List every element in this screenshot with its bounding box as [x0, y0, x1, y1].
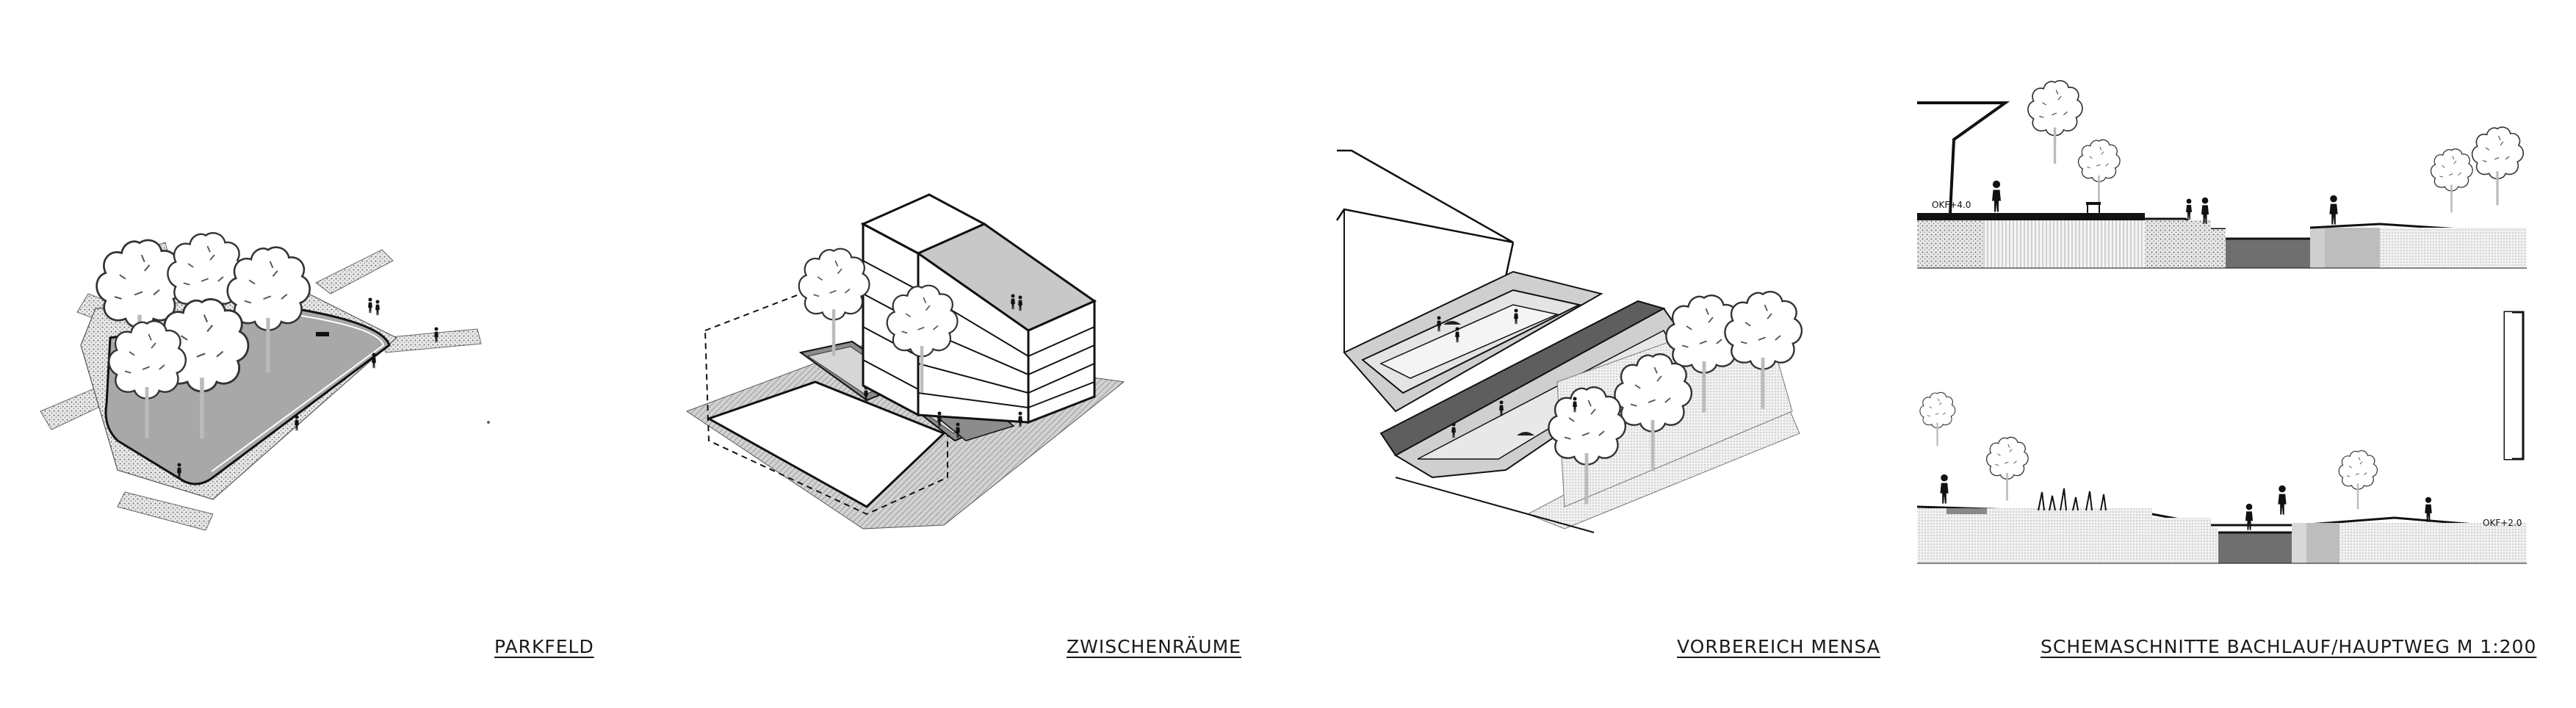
- section-upper: OKF+4.0: [1917, 81, 2528, 269]
- zwischenraeume-axonometry: [685, 193, 1125, 530]
- caption-zwischenraeume: ZWISCHENRÄUME: [1067, 636, 1241, 657]
- vorbereich-mensa-axonometry: [1335, 149, 1802, 533]
- section-lower: OKF+2.0: [1916, 311, 2528, 564]
- caption-parkfeld: PARKFELD: [494, 636, 594, 657]
- parkfeld-axonometry: [40, 233, 490, 531]
- level-label-upper: OKF+4.0: [1932, 200, 1971, 210]
- level-label-lower: OKF+2.0: [2483, 518, 2522, 528]
- caption-schemaschnitte: SCHEMASCHNITTE BACHLAUF/HAUPTWEG M 1:200: [2041, 636, 2537, 657]
- caption-vorbereich-mensa: VORBEREICH MENSA: [1677, 636, 1880, 657]
